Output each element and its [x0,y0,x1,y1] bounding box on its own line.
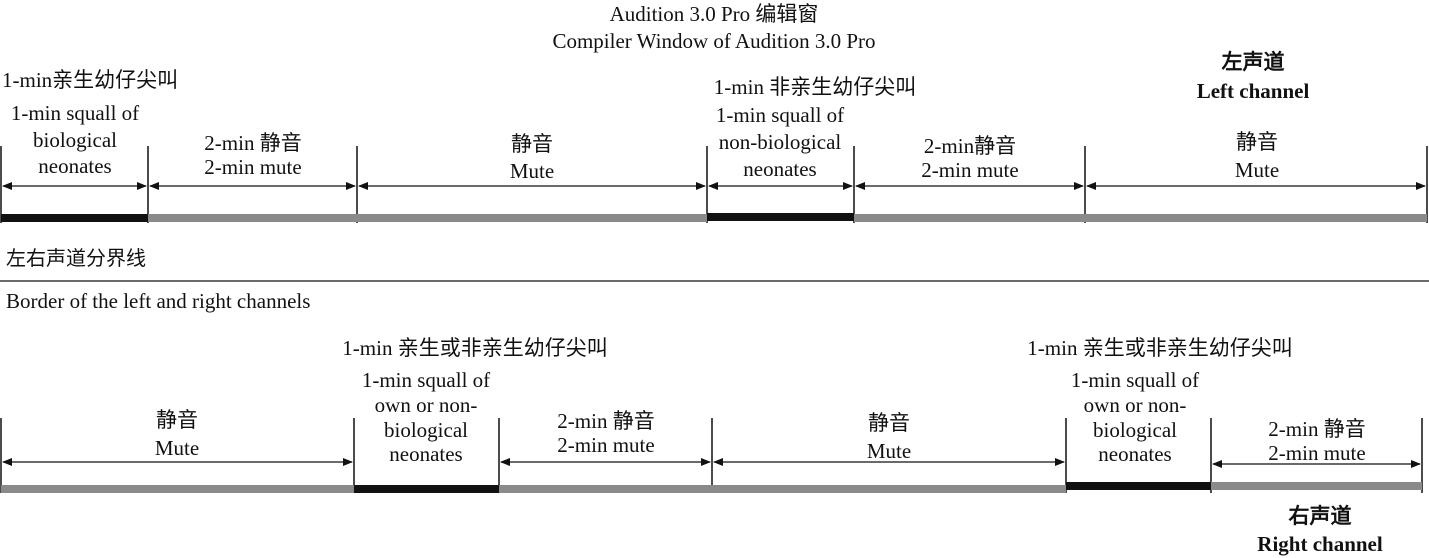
left-bar-4-squall [707,213,854,221]
left-seg2-label-cn: 2-min 静音 [204,131,302,155]
left-seg6-label-cn: 静音 [1236,130,1278,154]
left-seg4-label-en-2: non-biological [718,130,842,154]
left-seg5-label-cn: 2-min静音 [923,134,1017,158]
left-seg2-label-en: 2-min mute [204,155,302,179]
left-bar-5-mute [854,214,1085,222]
left-seg4-label-en-3: neonates [743,157,817,181]
right-bar-4-mute [712,485,1066,493]
border-label-cn: 左右声道分界线 [6,246,146,270]
left-bar-1-squall [1,214,148,222]
right-bar-2-squall [354,485,499,493]
right-bar-3-mute [499,485,712,493]
left-seg1-label-en-1: 1-min squall of [10,101,140,125]
right-seg5-label-en-2: own or non- [1083,393,1187,417]
left-seg3-label-en: Mute [509,159,555,183]
right-seg6-label-cn: 2-min 静音 [1268,417,1366,441]
right-seg1-label-en: Mute [154,436,200,460]
right-seg5-label-en-3: biological [1093,418,1177,442]
right-seg5-label-cn: 1-min 亲生或非亲生幼仔尖叫 [1027,336,1293,360]
right-seg3-label-en: 2-min mute [557,433,655,457]
left-seg4-label-en-1: 1-min squall of [715,103,845,127]
right-seg2-label-en-4: neonates [389,442,463,466]
left-seg6-label-en: Mute [1234,158,1280,182]
title-en: Compiler Window of Audition 3.0 Pro [552,29,876,53]
right-seg4-label-cn: 静音 [868,411,910,435]
right-seg3-label-cn: 2-min 静音 [557,409,655,433]
title-cn: Audition 3.0 Pro 编辑窗 [609,2,819,26]
right-seg2-label-cn: 1-min 亲生或非亲生幼仔尖叫 [342,336,608,360]
left-seg1-label-en-3: neonates [38,154,112,178]
left-bar-3-mute [357,214,707,222]
left-seg5-label-en: 2-min mute [921,158,1019,182]
right-seg4-label-en: Mute [866,439,912,463]
left-channel-label-en: Left channel [1196,79,1310,103]
right-seg2-label-en-3: biological [384,418,468,442]
right-bar-6-mute [1211,482,1422,490]
right-channel-label-cn: 右声道 [1288,504,1352,528]
right-channel-label-en: Right channel [1257,532,1383,556]
right-bar-1-mute [1,485,354,493]
right-seg5-label-en-1: 1-min squall of [1070,368,1200,392]
left-channel-label-cn: 左声道 [1221,50,1285,74]
right-seg1-label-cn: 静音 [156,408,198,432]
right-seg5-label-en-4: neonates [1098,442,1172,466]
left-seg3-label-cn: 静音 [511,132,553,156]
right-bar-5-squall [1066,482,1211,490]
left-seg4-label-cn: 1-min 非亲生幼仔尖叫 [713,75,917,99]
right-seg6-label-en: 2-min mute [1268,441,1366,465]
left-bar-2-mute [148,214,357,222]
right-seg2-label-en-1: 1-min squall of [361,368,491,392]
right-seg2-label-en-2: own or non- [374,393,478,417]
left-seg1-label-en-2: biological [33,128,117,152]
left-seg1-label-cn: 1-min亲生幼仔尖叫 [2,68,179,92]
border-label-en: Border of the left and right channels [6,289,311,313]
left-bar-6-mute [1085,214,1427,222]
